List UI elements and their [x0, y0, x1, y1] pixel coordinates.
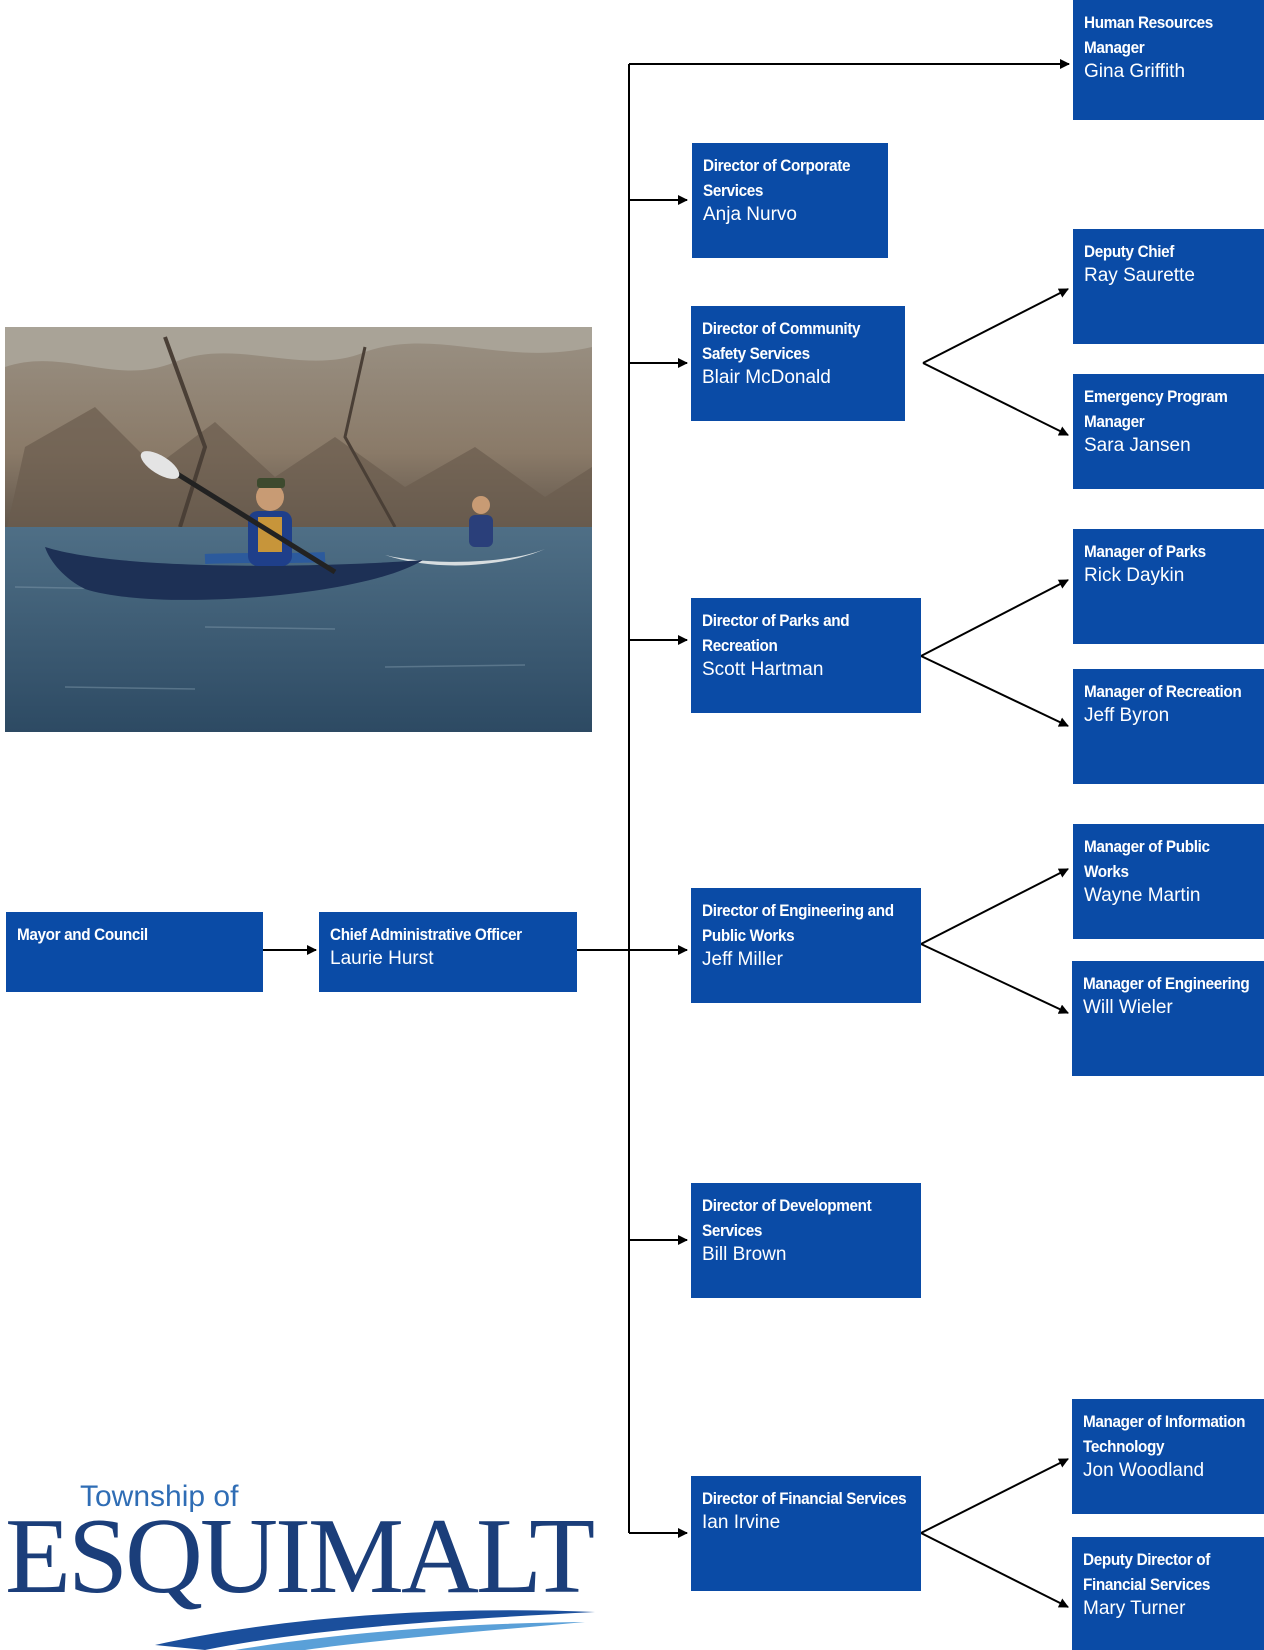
- node-manager-of-engineering: Manager of Engineering Will Wieler: [1072, 961, 1264, 1076]
- node-role: Human Resources Manager: [1084, 13, 1213, 57]
- node-deputy-chief: Deputy Chief Ray Saurette: [1073, 229, 1264, 344]
- node-person: Bill Brown: [702, 1244, 787, 1265]
- node-role: Manager of Information Technology: [1083, 1412, 1246, 1456]
- node-role: Director of Engineering and Public Works: [702, 901, 894, 945]
- node-person: Sara Jansen: [1084, 435, 1191, 456]
- node-director-development-services: Director of Development Services Bill Br…: [691, 1183, 921, 1298]
- node-director-parks-recreation: Director of Parks and Recreation Scott H…: [691, 598, 921, 713]
- node-role: Director of Parks and Recreation: [702, 611, 850, 655]
- node-role: Mayor and Council: [17, 925, 148, 944]
- node-role: Manager of Parks: [1084, 542, 1206, 561]
- node-manager-of-recreation: Manager of Recreation Jeff Byron: [1073, 669, 1264, 784]
- logo-big-text: ESQUIMALT: [5, 1497, 595, 1616]
- node-deputy-director-financial-services: Deputy Director of Financial Services Ma…: [1072, 1537, 1264, 1650]
- node-role: Emergency Program Manager: [1084, 387, 1228, 431]
- node-role: Manager of Public Works: [1084, 837, 1210, 881]
- node-role: Director of Development Services: [702, 1196, 872, 1240]
- node-person: Wayne Martin: [1084, 885, 1201, 906]
- node-human-resources-manager: Human Resources Manager Gina Griffith: [1073, 0, 1264, 120]
- kayak-photo: [5, 327, 592, 732]
- node-chief-administrative-officer: Chief Administrative Officer Laurie Hurs…: [319, 912, 577, 992]
- node-person: Jeff Miller: [702, 949, 783, 970]
- node-person: Blair McDonald: [702, 367, 831, 388]
- node-person: Anja Nurvo: [703, 204, 797, 225]
- node-director-community-safety: Director of Community Safety Services Bl…: [691, 306, 905, 421]
- node-role: Deputy Director of Financial Services: [1083, 1550, 1211, 1594]
- node-emergency-program-manager: Emergency Program Manager Sara Jansen: [1073, 374, 1264, 489]
- township-logo: Township of ESQUIMALT: [5, 1480, 605, 1650]
- node-person: Laurie Hurst: [330, 948, 434, 969]
- node-role: Manager of Engineering: [1083, 974, 1250, 993]
- node-person: Gina Griffith: [1084, 61, 1186, 82]
- node-role: Director of Community Safety Services: [702, 319, 861, 363]
- node-person: Scott Hartman: [702, 659, 824, 680]
- node-person: Jon Woodland: [1083, 1460, 1205, 1481]
- node-person: Rick Daykin: [1084, 565, 1185, 586]
- node-role: Director of Corporate Services: [703, 156, 851, 200]
- node-role: Chief Administrative Officer: [330, 925, 522, 944]
- node-director-financial-services: Director of Financial Services Ian Irvin…: [691, 1476, 921, 1591]
- node-role: Deputy Chief: [1084, 242, 1175, 261]
- node-person: Jeff Byron: [1084, 705, 1170, 726]
- node-manager-of-public-works: Manager of Public Works Wayne Martin: [1073, 824, 1264, 939]
- node-director-engineering-public-works: Director of Engineering and Public Works…: [691, 888, 921, 1003]
- logo-wave-icon: [155, 1610, 595, 1650]
- node-role: Director of Financial Services: [702, 1489, 907, 1508]
- node-mayor-and-council: Mayor and Council: [6, 912, 263, 992]
- node-role: Manager of Recreation: [1084, 682, 1242, 701]
- node-director-corporate-services: Director of Corporate Services Anja Nurv…: [692, 143, 888, 258]
- node-manager-of-parks: Manager of Parks Rick Daykin: [1073, 529, 1264, 644]
- node-manager-information-technology: Manager of Information Technology Jon Wo…: [1072, 1399, 1264, 1514]
- node-person: Ray Saurette: [1084, 265, 1195, 286]
- node-person: Will Wieler: [1083, 997, 1173, 1018]
- node-person: Ian Irvine: [702, 1512, 781, 1533]
- logo-small-text: Township of: [80, 1480, 239, 1513]
- node-person: Mary Turner: [1083, 1598, 1186, 1619]
